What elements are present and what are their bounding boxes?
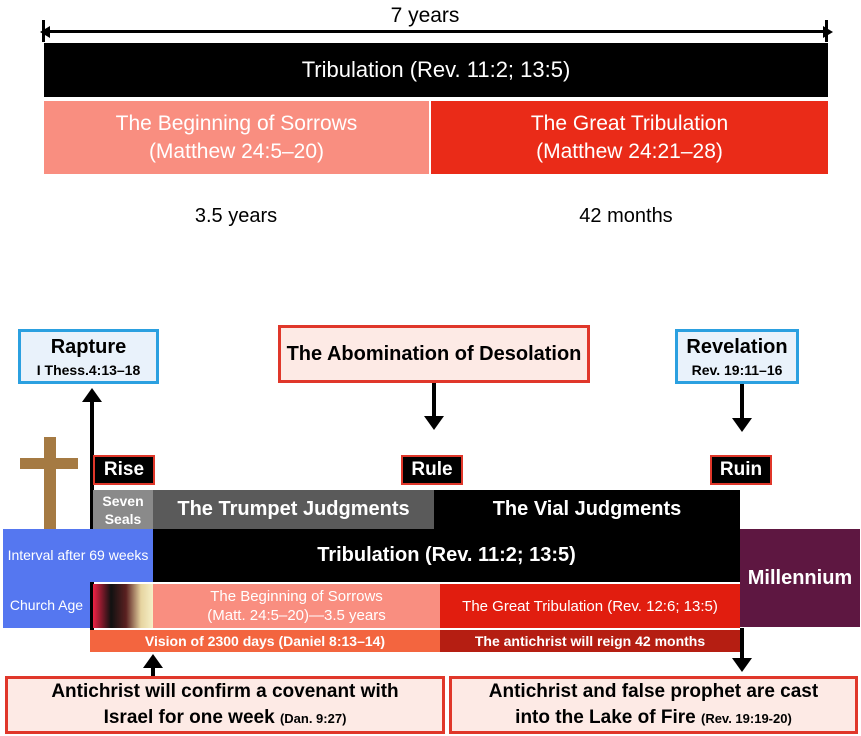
rise-tag: Rise <box>93 455 155 485</box>
seals-line2: Seals <box>104 510 142 527</box>
cast-ref: (Rev. 19:19-20) <box>700 710 792 726</box>
tribulation-bar-top: Tribulation (Rev. 11:2; 13:5) <box>44 43 828 97</box>
interval-block: Interval after 69 weeks <box>3 529 153 582</box>
great-tribulation-block: The Great Tribulation (Matthew 24:21–28) <box>431 101 828 174</box>
vial-judgments-block: The Vial Judgments <box>434 490 740 529</box>
tribulation-bar-main: Tribulation (Rev. 11:2; 13:5) <box>153 529 740 582</box>
covenant-line2: Israel for one week <box>103 706 275 728</box>
covenant-box: Antichrist will confirm a covenant with … <box>5 676 445 734</box>
rapture-title: Rapture <box>50 336 127 358</box>
down-arrow-icon <box>732 658 752 672</box>
double-arrow-icon <box>823 26 833 38</box>
sorrows-title: The Beginning of Sorrows <box>115 111 358 135</box>
millennium-block: Millennium <box>740 529 860 627</box>
cross-icon <box>44 437 56 532</box>
rapture-box: Rapture I Thess.4:13–18 <box>18 329 159 384</box>
beginning-of-sorrows-block: The Beginning of Sorrows (Matthew 24:5–2… <box>44 101 429 174</box>
revelation-box: Revelation Rev. 19:11–16 <box>675 329 799 384</box>
transition-gradient <box>93 584 153 628</box>
sorrows-ref: (Matthew 24:5–20) <box>148 139 325 163</box>
great-title: The Great Tribulation <box>530 111 729 135</box>
great-ref: (Matthew 24:21–28) <box>536 139 723 163</box>
cross-icon-bar <box>20 458 78 469</box>
church-age-block: Church Age <box>3 582 90 628</box>
ruin-tag: Ruin <box>710 455 772 485</box>
seven-years-label: 7 years <box>360 4 490 28</box>
duration-left: 3.5 years <box>194 204 278 227</box>
abomination-box: The Abomination of Desolation <box>278 325 590 383</box>
antichrist-reign-bar: The antichrist will reign 42 months <box>440 630 740 652</box>
revelation-arrow-line <box>740 384 744 420</box>
cast-arrow-line <box>740 628 744 658</box>
covenant-line1: Antichrist will confirm a covenant with <box>51 680 399 702</box>
seven-year-span-line <box>44 30 828 33</box>
double-arrow-icon <box>40 26 50 38</box>
seals-line1: Seven <box>102 492 144 509</box>
vision-2300-days-bar: Vision of 2300 days (Daniel 8:13–14) <box>90 630 440 652</box>
up-arrow-icon <box>143 654 163 668</box>
sorrows-main-line1: The Beginning of Sorrows <box>210 588 383 605</box>
up-arrow-icon <box>82 388 102 402</box>
abomination-arrow-line <box>432 383 436 418</box>
down-arrow-icon <box>732 418 752 432</box>
revelation-ref: Rev. 19:11–16 <box>691 362 783 378</box>
covenant-ref: (Dan. 9:27) <box>279 710 347 726</box>
lake-of-fire-box: Antichrist and false prophet are cast in… <box>449 676 858 734</box>
covenant-arrow-line <box>151 664 155 678</box>
great-tribulation-main-block: The Great Tribulation (Rev. 12:6; 13:5) <box>440 584 740 628</box>
trumpet-judgments-block: The Trumpet Judgments <box>153 490 434 529</box>
revelation-title: Revelation <box>686 336 788 358</box>
cast-line1: Antichrist and false prophet are cast <box>488 680 819 702</box>
sorrows-main-line2: (Matt. 24:5–20)—3.5 years <box>207 607 386 624</box>
rapture-arrow-line <box>90 400 94 632</box>
rule-tag: Rule <box>401 455 463 485</box>
sorrows-main-block: The Beginning of Sorrows (Matt. 24:5–20)… <box>153 584 440 628</box>
seven-seals-block: Seven Seals <box>93 490 153 529</box>
down-arrow-icon <box>424 416 444 430</box>
rapture-ref: I Thess.4:13–18 <box>36 362 141 378</box>
duration-right: 42 months <box>579 204 673 227</box>
cast-line2: into the Lake of Fire <box>515 706 696 728</box>
